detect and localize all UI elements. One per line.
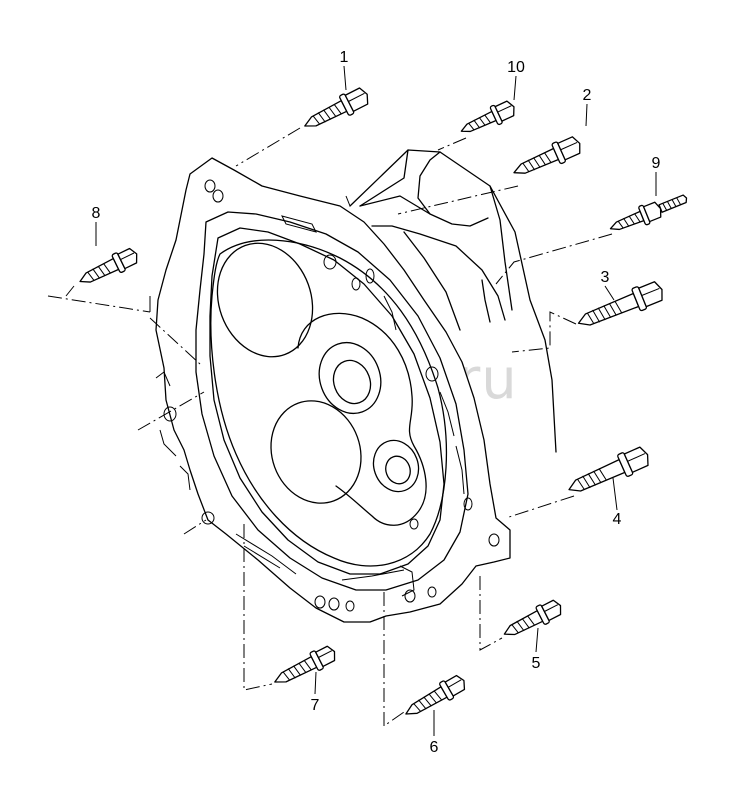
callout-6: 6 xyxy=(430,739,439,756)
bolt-4 xyxy=(568,446,649,492)
leader-lines xyxy=(47,127,613,727)
callout-3: 3 xyxy=(601,269,610,286)
housing-flange xyxy=(149,157,511,623)
bolt-2 xyxy=(513,136,581,174)
callout-leaders xyxy=(95,65,657,736)
bolt-9 xyxy=(609,194,688,231)
callout-1: 1 xyxy=(340,49,349,66)
bolt-10 xyxy=(460,100,515,133)
bolt-3 xyxy=(577,281,663,326)
callout-10: 10 xyxy=(507,59,525,76)
bolt-8 xyxy=(79,247,138,283)
bolt-1 xyxy=(304,87,369,127)
callout-4: 4 xyxy=(613,511,622,528)
bolt-5 xyxy=(503,599,562,636)
callout-8: 8 xyxy=(92,205,101,222)
callout-labels: 1 10 2 9 3 4 5 7 6 8 xyxy=(92,49,661,756)
bolt-7 xyxy=(274,645,336,683)
callout-7: 7 xyxy=(311,697,320,714)
callout-9: 9 xyxy=(652,155,661,172)
callout-5: 5 xyxy=(532,655,541,672)
bolt-6 xyxy=(405,674,466,715)
callout-2: 2 xyxy=(583,87,592,104)
housing-body xyxy=(345,149,557,453)
